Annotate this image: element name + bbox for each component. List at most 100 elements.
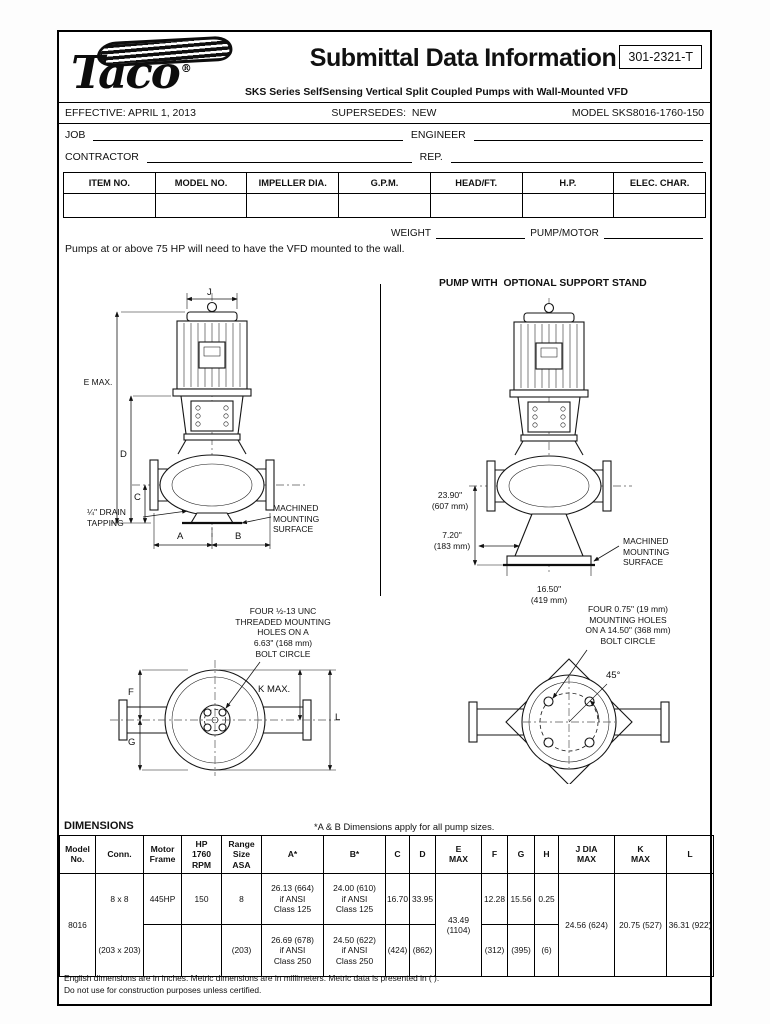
suction-flange bbox=[149, 459, 159, 511]
suction-flange bbox=[486, 460, 496, 512]
suction-flange bbox=[468, 701, 478, 743]
dim-label-k-max: K MAX. bbox=[258, 684, 291, 695]
spec-empty-cell bbox=[63, 193, 156, 218]
weight-blank-line bbox=[436, 227, 526, 239]
dims-header-l: L bbox=[666, 835, 714, 874]
spec-header-impeller-dia: IMPELLER DIA. bbox=[246, 172, 340, 194]
dims-cell-motor-frame: 445HP bbox=[143, 872, 182, 977]
dim-label-b: B bbox=[235, 531, 242, 542]
registered-trademark-symbol: ® bbox=[180, 62, 192, 75]
spec-empty-cell bbox=[154, 193, 248, 218]
rep-blank-line bbox=[450, 151, 703, 163]
threaded-holes-note: FOUR ½-13 UNC THREADED MOUNTING HOLES ON… bbox=[235, 606, 331, 659]
drain-tapping-label: ¼" DRAIN TAPPING bbox=[87, 507, 126, 528]
support-stand bbox=[503, 513, 595, 567]
angle-label-45: 45° bbox=[606, 670, 621, 681]
dim-label-e-max: E MAX. bbox=[83, 377, 113, 387]
mounting-leader-line bbox=[593, 545, 620, 562]
discharge-flange bbox=[265, 459, 275, 511]
document-frame: Taco® Submittal Data Information 301-232… bbox=[57, 30, 714, 1006]
spec-header-model-no: MODEL NO. bbox=[154, 172, 248, 194]
weight-row: WEIGHT PUMP/MOTOR bbox=[391, 227, 703, 239]
figure-divider-line bbox=[380, 284, 381, 596]
dims-header-a: A* bbox=[261, 835, 324, 874]
stand-top-view-drawing bbox=[468, 649, 670, 786]
right-figure-title: PUMP WITH OPTIONAL SUPPORT STAND bbox=[439, 278, 647, 289]
dim-label-j: J bbox=[207, 287, 212, 298]
spec-header-row: ITEM NO. MODEL NO. IMPELLER DIA. G.P.M. … bbox=[63, 172, 706, 194]
dim-label-f: F bbox=[128, 687, 134, 698]
supersedes: SUPERSEDES: NEW bbox=[331, 107, 437, 119]
dim-label-c: C bbox=[134, 492, 141, 503]
page-title: Submittal Data Information bbox=[309, 44, 617, 72]
volute bbox=[149, 454, 275, 525]
spec-empty-cell bbox=[338, 193, 431, 218]
dims-header-b: B* bbox=[323, 835, 386, 874]
pump-support-stand-drawing bbox=[469, 298, 632, 584]
drain-leader-line bbox=[142, 509, 188, 518]
spec-header-gpm: G.P.M. bbox=[338, 172, 431, 194]
job-engineer-row: JOB ENGINEER bbox=[65, 129, 703, 141]
discharge-flange bbox=[660, 701, 670, 743]
volute bbox=[486, 455, 612, 517]
spec-header-elec-char: ELEC. CHAR. bbox=[613, 172, 706, 194]
dims-cell-d: 33.95(862) bbox=[409, 872, 436, 977]
contractor-rep-row: CONTRACTOR REP. bbox=[65, 151, 703, 163]
spec-header-item-no: ITEM NO. bbox=[63, 172, 156, 194]
footer-line-2: Do not use for construction purposes unl… bbox=[64, 985, 262, 996]
pump-motor-blank-line bbox=[603, 227, 703, 239]
spec-empty-cell bbox=[613, 193, 706, 218]
pump-motor-label: PUMP/MOTOR bbox=[530, 228, 599, 239]
dims-cell-h: 0.25(6) bbox=[534, 872, 559, 977]
stand-top-view-figure: FOUR 0.75" (19 mm) MOUNTING HOLES ON A 1… bbox=[449, 604, 711, 786]
dim-label-a: A bbox=[177, 531, 184, 542]
dims-header-d: D bbox=[409, 835, 436, 874]
dims-cell-e-max: 43.49 (1104) bbox=[435, 872, 482, 977]
dim-label-d: D bbox=[120, 449, 127, 460]
engineer-blank-line bbox=[473, 129, 703, 141]
dim-label-16-50: 16.50" (419 mm) bbox=[530, 584, 568, 605]
pump-support-stand-figure: 23.90" (607 mm) 7.20" (183 mm) 16.50" (4… bbox=[427, 294, 707, 609]
footer-line-1: English dimensions are in inches. Metric… bbox=[64, 973, 440, 983]
dims-cell-range: 8(203) bbox=[221, 872, 262, 977]
dims-cell-model: 8016 bbox=[59, 872, 96, 977]
dims-header-motor-frame: Motor Frame bbox=[143, 835, 182, 874]
dimensions-header-row: Model No. Conn. Motor Frame HP 1760 RPM … bbox=[59, 835, 714, 874]
vfd-note: Pumps at or above 75 HP will need to hav… bbox=[65, 243, 405, 255]
bolt-circle-leader-line bbox=[552, 649, 588, 699]
dims-header-model: Model No. bbox=[59, 835, 96, 874]
dims-cell-conn: 8 x 8(203 x 203) bbox=[95, 872, 144, 977]
pump-top-view-figure: FOUR ½-13 UNC THREADED MOUNTING HOLES ON… bbox=[92, 604, 362, 784]
spec-empty-cell bbox=[246, 193, 340, 218]
coupling-stand bbox=[514, 396, 584, 456]
machined-mounting-surface-label: MACHINED MOUNTING SURFACE bbox=[623, 536, 670, 568]
page-subtitle: SKS Series SelfSensing Vertical Split Co… bbox=[245, 87, 628, 98]
taco-logo: Taco® bbox=[69, 35, 251, 100]
weight-label: WEIGHT bbox=[391, 228, 431, 239]
dimensions-table: Model No. Conn. Motor Frame HP 1760 RPM … bbox=[59, 835, 714, 977]
pump-side-view-drawing bbox=[111, 293, 305, 549]
mounting-leader-line bbox=[241, 516, 272, 525]
dims-cell-g: 15.56(395) bbox=[507, 872, 535, 977]
spec-table: ITEM NO. MODEL NO. IMPELLER DIA. G.P.M. … bbox=[63, 172, 706, 218]
pump-side-view-figure: J E MAX. D C A B ¼" DRAIN TAPPING MACHIN… bbox=[84, 287, 347, 562]
dims-header-f: F bbox=[481, 835, 508, 874]
spec-header-head-ft: HEAD/FT. bbox=[429, 172, 523, 194]
dim-label-g: G bbox=[128, 737, 136, 748]
stand-holes-note: FOUR 0.75" (19 mm) MOUNTING HOLES ON A 1… bbox=[585, 604, 671, 646]
dims-header-range: Range Size ASA bbox=[221, 835, 262, 874]
dimensions-note: *A & B Dimensions apply for all pump siz… bbox=[314, 822, 495, 832]
discharge-flange bbox=[602, 460, 612, 512]
dims-header-hp: HP 1760 RPM bbox=[181, 835, 222, 874]
dims-cell-f: 12.28(312) bbox=[481, 872, 508, 977]
dims-header-c: C bbox=[385, 835, 410, 874]
dims-header-g: G bbox=[507, 835, 535, 874]
taco-logo-text: Taco bbox=[71, 46, 181, 99]
contractor-blank-line bbox=[146, 151, 412, 163]
dims-header-k-max: K MAX bbox=[614, 835, 667, 874]
model-number: MODEL SKS8016-1760-150 bbox=[571, 107, 704, 119]
spec-empty-row bbox=[63, 193, 706, 218]
dimensions-title: DIMENSIONS bbox=[64, 820, 134, 832]
